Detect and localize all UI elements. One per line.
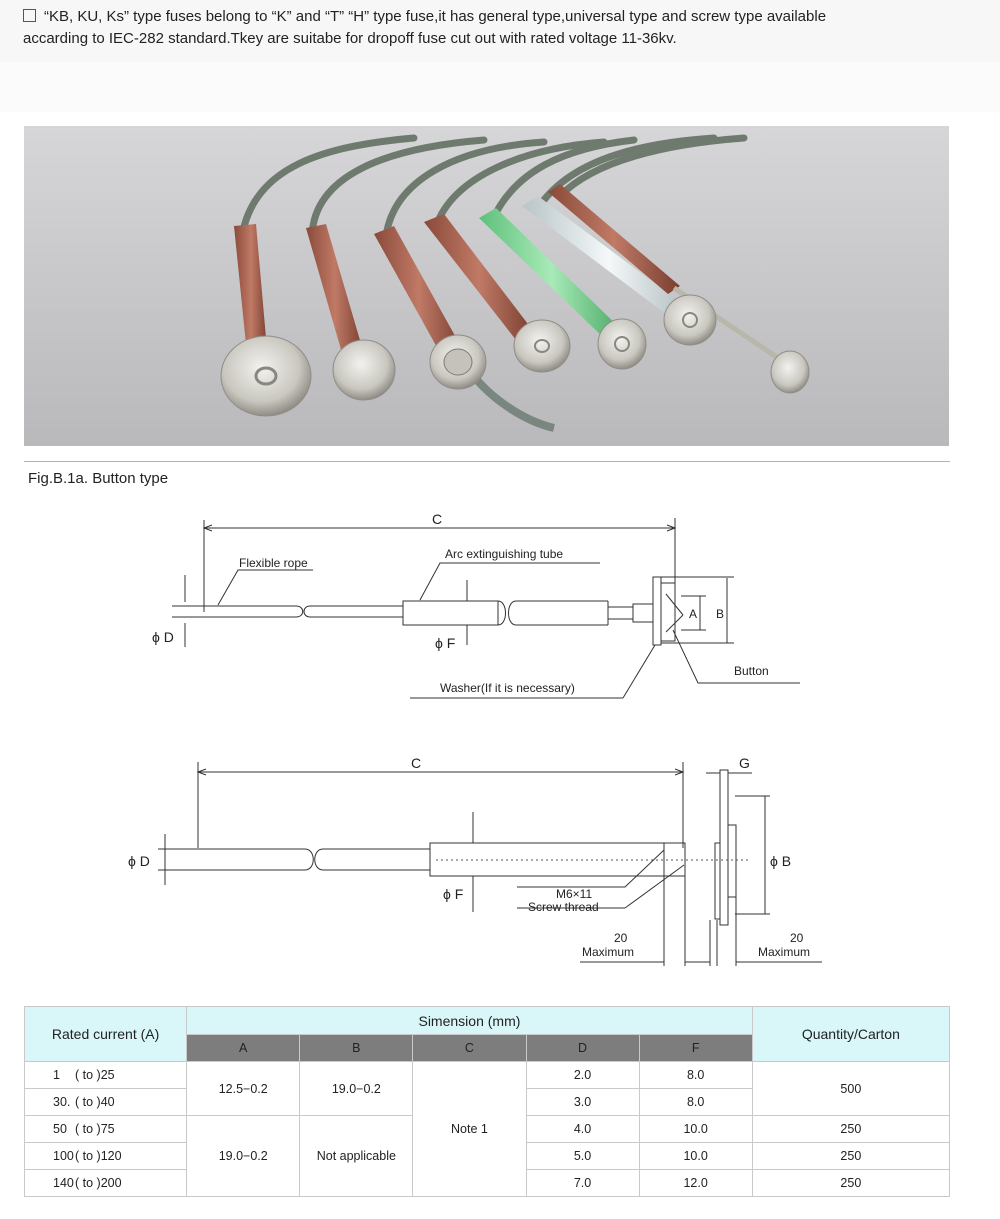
col-d: D [525, 1034, 640, 1062]
quantity-cell: 500 [751, 1061, 951, 1116]
checkbox-bullet-icon [23, 9, 36, 22]
col-c: C [412, 1034, 527, 1062]
f-value-cell: 10.0 [638, 1142, 753, 1170]
table-row: 1( to )25 12.5−0.2 19.0−0.2 Note 1 2.0 8… [23, 1061, 951, 1197]
table-row: 100( to )120 5.0 10.0 250 [23, 1142, 951, 1170]
f-value-cell: 8.0 [638, 1061, 753, 1089]
b-value-cell: 19.0−0.2 [299, 1061, 414, 1116]
rated-current-cell: 30.( to )40 [23, 1088, 188, 1116]
quantity-cell: 250 [751, 1115, 951, 1143]
d1-button-label: Button [734, 664, 769, 678]
d2-c-label: C [411, 755, 421, 771]
c-note-cell: Note 1 [412, 1061, 527, 1197]
b-value-cell: Not applicable [299, 1115, 414, 1197]
d1-phi-f-label: ϕ F [435, 635, 455, 651]
d2-phi-f-label: ϕ F [443, 886, 463, 902]
intro-section: “KB, KU, Ks” type fuses belong to “K” an… [0, 0, 1000, 62]
table-row: 50( to )75 19.0−0.2 Not applicable 4.0 1… [23, 1115, 951, 1197]
header-dimension: Simension (mm) [186, 1006, 753, 1035]
d2-m6-label: M6×11 [556, 887, 592, 901]
d2-phi-d-label: ϕ D [128, 853, 150, 869]
rated-current-cell: 1( to )25 [23, 1061, 188, 1089]
d1-b-label: B [716, 607, 724, 621]
d1-a-label: A [689, 607, 697, 621]
d2-phi-b-label: ϕ B [770, 853, 791, 869]
f-value-cell: 12.0 [638, 1169, 753, 1197]
table-row: 140( to )200 7.0 12.0 250 [23, 1169, 951, 1197]
d-value-cell: 4.0 [525, 1115, 640, 1143]
d1-flexible-rope-label: Flexible rope [239, 556, 308, 570]
intro-text: “KB, KU, Ks” type fuses belong to “K” an… [23, 6, 983, 50]
dimension-drawings: C Flexible rope Arc extinguishing tube ϕ… [128, 511, 822, 966]
d2-twenty-right: 20 [790, 931, 804, 945]
col-f: F [638, 1034, 753, 1062]
rated-current-cell: 100( to )120 [23, 1142, 188, 1170]
d-value-cell: 3.0 [525, 1088, 640, 1116]
intro-line-2: accarding to IEC-282 standard.Tkey are s… [23, 30, 677, 47]
rated-current-cell: 140( to )200 [23, 1169, 188, 1197]
d2-maximum-left: Maximum [582, 945, 634, 959]
d1-phi-d-label: ϕ D [152, 629, 174, 645]
d1-c-label: C [432, 511, 442, 527]
fuse-spec-table: Rated current (A) Simension (mm) Quantit… [23, 1006, 951, 1197]
col-b: B [299, 1034, 414, 1062]
quantity-cell: 250 [751, 1169, 951, 1197]
d1-washer-label: Washer(If it is necessary) [440, 681, 575, 695]
header-quantity: Quantity/Carton [751, 1006, 951, 1062]
d-value-cell: 7.0 [525, 1169, 640, 1197]
a-value-cell: 19.0−0.2 [186, 1115, 301, 1197]
fuse-links-photo [24, 126, 949, 446]
quantity-cell: 250 [751, 1142, 951, 1170]
a-value-cell: 12.5−0.2 [186, 1061, 301, 1116]
figure-caption: Fig.B.1a. Button type [28, 470, 169, 487]
intro-line-1: “KB, KU, Ks” type fuses belong to “K” an… [44, 8, 827, 25]
f-value-cell: 10.0 [638, 1115, 753, 1143]
d-value-cell: 5.0 [525, 1142, 640, 1170]
d1-arc-tube-label: Arc extinguishing tube [445, 547, 563, 561]
table-row: 30.( to )40 3.0 8.0 [23, 1088, 950, 1116]
f-value-cell: 8.0 [638, 1088, 753, 1116]
section-divider [24, 461, 950, 462]
d2-twenty-left: 20 [614, 931, 628, 945]
header-rated-current: Rated current (A) [23, 1006, 188, 1062]
d2-screw-thread-label: Screw thread [528, 900, 599, 914]
d2-g-label: G [739, 755, 750, 771]
rated-current-cell: 50( to )75 [23, 1115, 188, 1143]
spacer-band [0, 62, 1000, 112]
d-value-cell: 2.0 [525, 1061, 640, 1089]
d2-maximum-right: Maximum [758, 945, 810, 959]
col-a: A [186, 1034, 301, 1062]
